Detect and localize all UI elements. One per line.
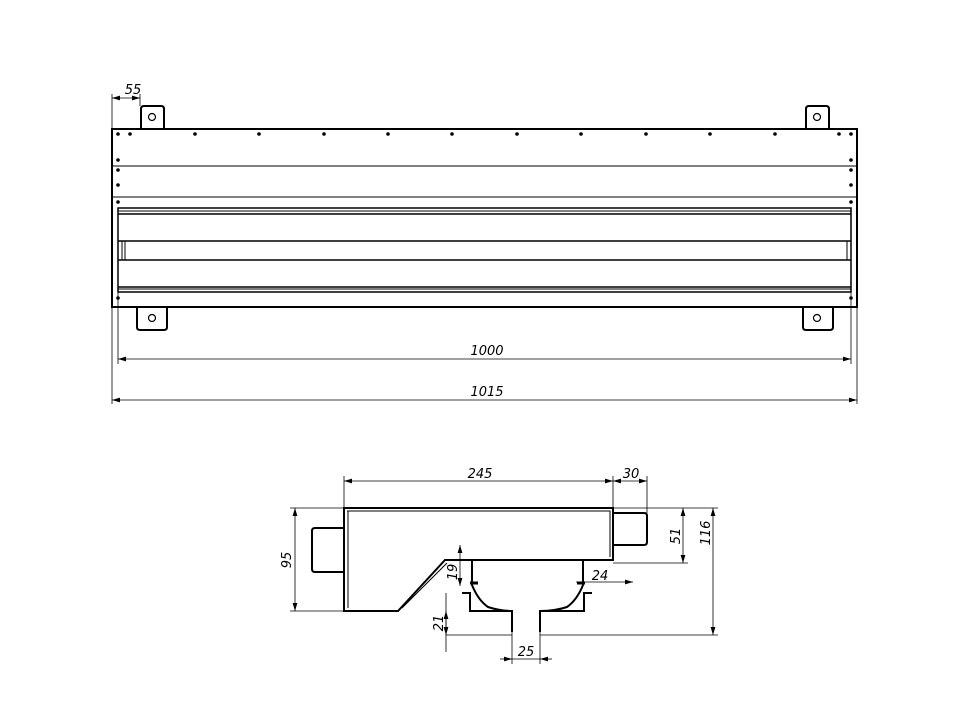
inlet-pipe-left <box>311 527 344 573</box>
screw-holes <box>116 132 853 300</box>
section-dimension-lines <box>290 476 718 664</box>
mounting-brackets <box>136 105 834 331</box>
housing-inner <box>347 510 611 609</box>
grille-profile <box>462 560 592 632</box>
dimension-lines <box>111 94 858 404</box>
dim-95: 95 <box>280 552 295 569</box>
dim-116: 116 <box>699 521 714 546</box>
unit-outline <box>111 128 858 308</box>
dim-1000: 1000 <box>470 344 503 359</box>
dim-51: 51 <box>669 528 684 545</box>
inlet-pipe-right <box>613 512 648 546</box>
dim-30: 30 <box>623 467 640 482</box>
dim-24: 24 <box>592 569 609 584</box>
dim-245: 245 <box>468 467 493 482</box>
section-view: 245 30 95 51 116 19 24 21 25 <box>280 467 718 664</box>
top-view: 55 1000 1015 <box>111 83 858 404</box>
panel-lines <box>112 165 857 293</box>
dim-25: 25 <box>518 645 535 660</box>
dim-19: 19 <box>446 564 461 581</box>
dim-1015: 1015 <box>470 385 503 400</box>
dim-55: 55 <box>125 83 142 98</box>
dim-21: 21 <box>432 615 447 632</box>
